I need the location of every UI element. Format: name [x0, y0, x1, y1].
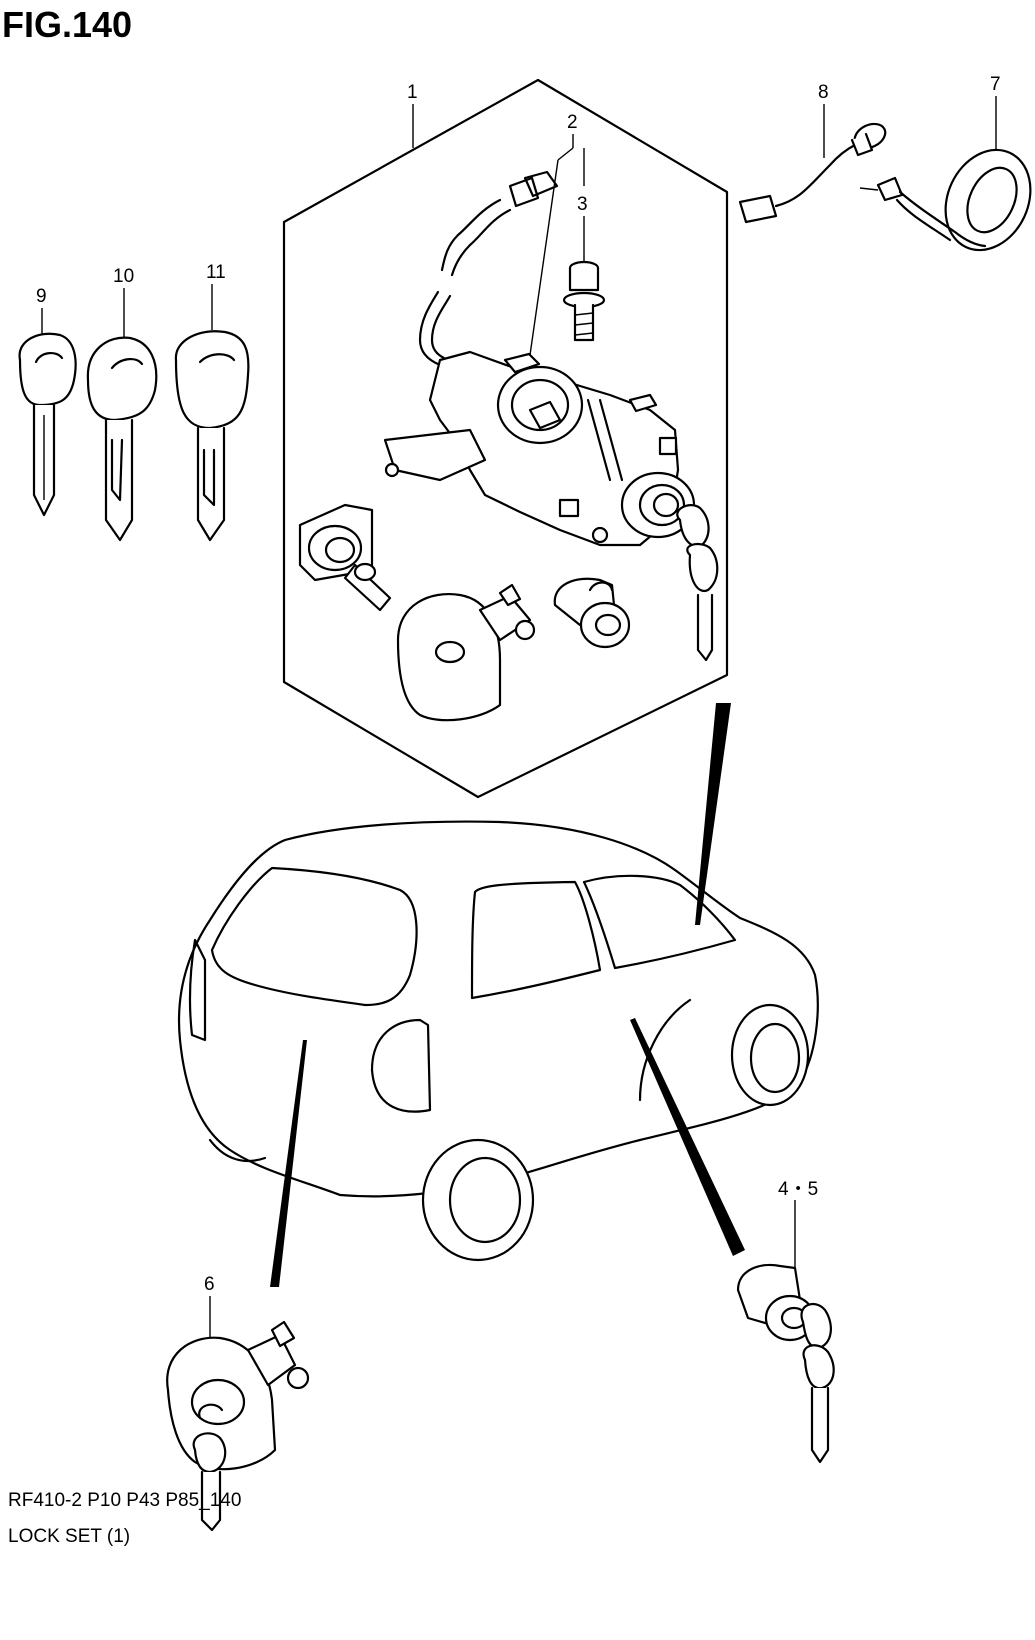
callout-9[interactable]: 9 [36, 286, 47, 307]
bolt-part-3 [562, 260, 606, 342]
key-part-10 [86, 336, 158, 542]
leader-lines [41, 96, 997, 1340]
ignition-key-in-kit [676, 504, 719, 662]
key-part-9 [18, 332, 77, 517]
steering-lock-assembly [383, 350, 696, 547]
door-lock-cylinder-kit [298, 503, 392, 612]
callout-2[interactable]: 2 [567, 112, 578, 133]
figure-name: LOCK SET (1) [8, 1526, 131, 1547]
wiring-harness-part-8 [738, 122, 887, 224]
callout-11[interactable]: 11 [206, 262, 226, 283]
figure-code: RF410-2 P10 P43 P85_140 [8, 1490, 242, 1511]
door-lock-part-4-5 [736, 1263, 835, 1464]
callout-8[interactable]: 8 [818, 82, 829, 103]
vehicle-outline [177, 820, 819, 1262]
callout-1[interactable]: 1 [407, 82, 418, 103]
ignition-harness [418, 170, 559, 367]
key-part-11 [174, 330, 250, 542]
hatch-lock-part-6 [166, 1320, 310, 1532]
figure-title: FIG.140 [2, 4, 133, 45]
callout-7[interactable]: 7 [990, 74, 1001, 95]
antenna-coil-part-7 [859, 148, 1032, 252]
callout-10[interactable]: 10 [113, 266, 134, 287]
lock-set-kit-outline [282, 78, 729, 799]
callout-4-5[interactable]: 4・5 [778, 1179, 818, 1200]
back-door-lock-kit [396, 583, 536, 722]
callout-6[interactable]: 6 [204, 1274, 215, 1295]
side-door-lock-kit [553, 577, 631, 649]
callout-3[interactable]: 3 [577, 194, 588, 215]
pointer-arrows [270, 703, 745, 1287]
